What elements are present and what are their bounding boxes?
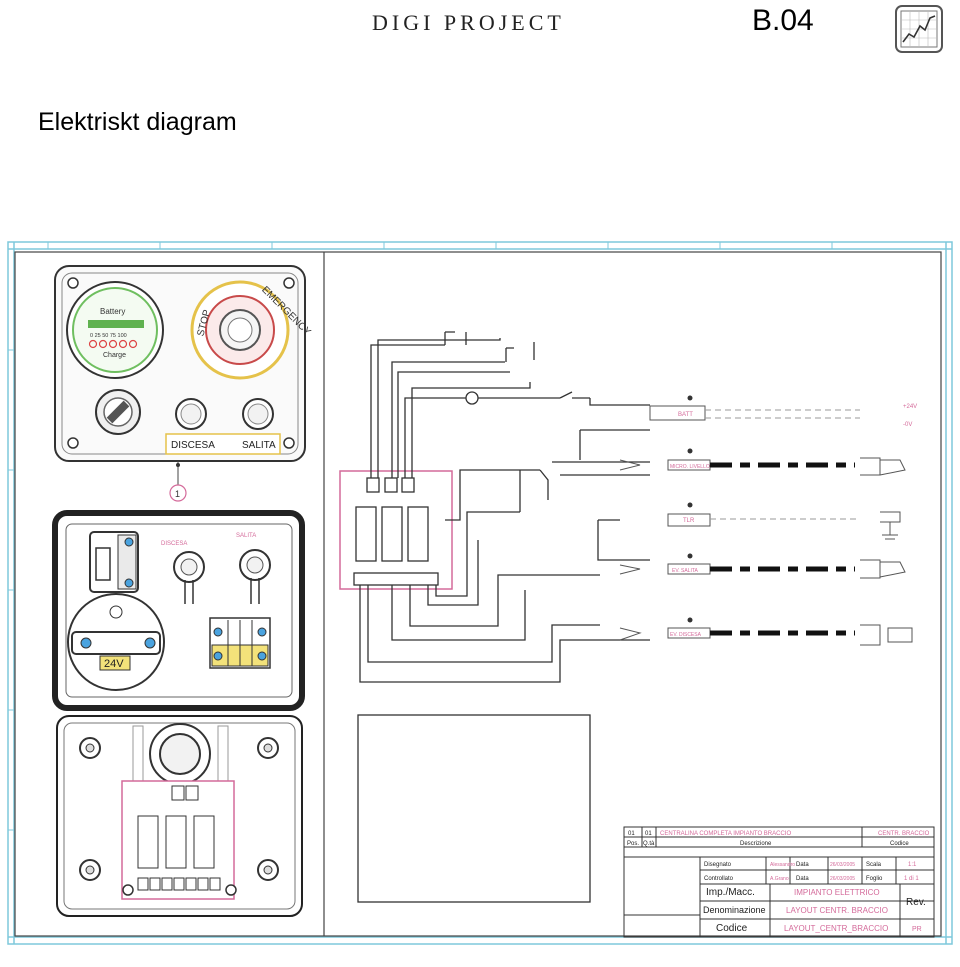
discesa-label: DISCESA — [171, 440, 215, 451]
tag-ev-salita: EV. SALITA — [672, 568, 699, 574]
tb-denominazione-value: LAYOUT CENTR. BRACCIO — [786, 906, 888, 915]
voltage-label: 24V — [104, 658, 124, 670]
tb-qty: Q.tà — [643, 841, 655, 847]
tb-pos: Pos. — [627, 841, 639, 847]
tag-plus-24v: +24V — [903, 404, 917, 410]
frame-ticks — [8, 242, 833, 831]
tb-scala: Scala — [866, 862, 882, 868]
callout-number: 1 — [175, 489, 180, 499]
tb-disegnato: Disegnato — [704, 862, 732, 868]
control-panel-top: Battery 0 25 50 75 100 Charge STOP EMERG… — [54, 265, 313, 462]
tb-codice-header: Codice — [890, 841, 909, 847]
mid-salita-label: SALITA — [236, 533, 256, 539]
tb-scala-value: 1:1 — [908, 862, 917, 868]
tb-foglio: Foglio — [866, 876, 883, 882]
back-plate-with-board — [56, 715, 303, 917]
title-block — [623, 826, 935, 938]
tb-row1-qty: 01 — [645, 831, 652, 837]
tag-micro-livello: MICRO. LIVELLO — [670, 464, 710, 470]
tb-imp-macc-value: IMPIANTO ELETTRICO — [794, 888, 880, 897]
tb-date-2: 26/03/2005 — [830, 876, 855, 882]
tb-codice: Codice — [716, 923, 748, 934]
control-panel-internal: DISCESA SALITA 24V — [52, 510, 305, 711]
tag-tlr: TLR — [683, 518, 695, 524]
tb-codice-value: LAYOUT_CENTR_BRACCIO — [784, 924, 888, 933]
tb-data-2: Data — [796, 876, 809, 882]
tag-batt: BATT — [678, 412, 693, 418]
page-title: Elektriskt diagram — [38, 108, 237, 136]
tb-row1-desc: CENTRALINA COMPLETA IMPIANTO BRACCIO — [660, 831, 791, 837]
key-switch-icon — [95, 389, 141, 435]
tag-minus-0v: -0V — [903, 422, 912, 428]
tb-row1-pos: 01 — [628, 831, 635, 837]
blank-frame — [357, 714, 591, 903]
tb-data-1: Data — [796, 862, 809, 868]
tb-row1-code: CENTR. BRACCIO — [878, 831, 930, 837]
tb-disegnato-name: Alessandro — [770, 862, 795, 868]
battery-charge-label: Charge — [103, 352, 126, 359]
connector-rows: BATT MICRO. LIVELLO TLR EV. SALITA EV. D… — [619, 395, 917, 646]
tb-controllato-name: A.Grano — [770, 876, 789, 882]
mid-discesa-label: DISCESA — [161, 541, 187, 547]
electrical-drawing-sheet: Battery 0 25 50 75 100 Charge STOP EMERG… — [0, 236, 960, 967]
battery-title: Battery — [100, 307, 125, 316]
wiring-schematic — [339, 331, 650, 683]
salita-label: SALITA — [242, 440, 276, 451]
tb-foglio-value: 1 di 1 — [904, 876, 919, 882]
tb-imp-macc: Imp./Macc. — [706, 887, 755, 898]
chart-logo-icon — [895, 5, 943, 53]
tb-controllato: Controllato — [704, 876, 734, 882]
tb-date-1: 26/03/2005 — [830, 862, 855, 868]
battery-scale: 0 25 50 75 100 — [90, 333, 127, 339]
tb-descrizione: Descrizione — [740, 841, 772, 847]
section-code: B.04 — [752, 4, 814, 37]
tb-rev: Rev. — [906, 897, 926, 908]
callout-marker — [169, 484, 187, 502]
project-name: DIGI PROJECT — [372, 10, 565, 35]
battery-gauge: Battery 0 25 50 75 100 Charge — [66, 281, 164, 379]
tag-ev-discesa: EV. DISCESA — [670, 632, 702, 638]
tb-denominazione: Denominazione — [703, 905, 766, 915]
tb-rev-value: PR — [912, 926, 922, 933]
